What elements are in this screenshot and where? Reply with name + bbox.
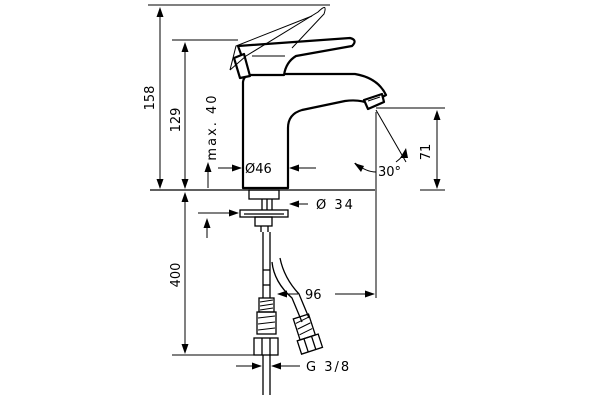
label-tail-diameter: Ø 34 xyxy=(316,198,355,213)
mounting-tail xyxy=(239,189,289,232)
dim-max-thickness: max. 40 xyxy=(204,93,220,188)
dim-thread: G 3/8 xyxy=(236,360,351,375)
label-total-height: 158 xyxy=(143,86,158,111)
dim-tail-diameter: Ø 34 xyxy=(198,198,355,217)
label-projection: 96 xyxy=(305,288,322,303)
dim-spout-height: 129 xyxy=(169,39,238,189)
label-outlet-height: 71 xyxy=(419,144,434,161)
label-body-diameter: Ø46 xyxy=(245,162,272,177)
label-angle: 30° xyxy=(378,165,401,180)
lever-open-position xyxy=(229,7,326,71)
dim-tail-marker xyxy=(203,218,211,238)
dim-hose-length: 400 xyxy=(169,189,254,356)
faucet-body xyxy=(232,36,388,190)
label-thread: G 3/8 xyxy=(306,360,351,375)
dim-outlet: 30° 71 xyxy=(354,107,445,298)
supply-hoses xyxy=(253,232,324,395)
dim-total-height: 158 xyxy=(143,4,330,189)
label-spout-height: 129 xyxy=(169,108,184,133)
dim-body-diameter: Ø46 xyxy=(218,162,316,177)
label-max-thickness: max. 40 xyxy=(205,93,220,160)
label-hose-length: 400 xyxy=(169,263,184,288)
dim-projection: 96 xyxy=(277,288,375,303)
